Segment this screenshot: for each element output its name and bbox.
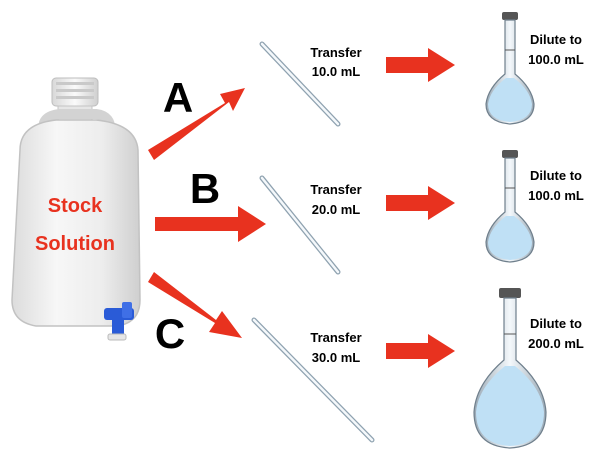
carboy-bottle-icon [11,77,141,341]
arrow-b-to-flask [386,186,455,220]
dilute-label-a-line1: Dilute to [530,32,582,47]
transfer-label-c-line2: 30.0 mL [312,350,360,365]
dilute-label-a-line2: 100.0 mL [528,52,584,67]
route-letter-b: B [190,165,220,212]
volumetric-flask-icon [485,12,535,125]
volumetric-flask-icon [485,150,535,263]
route-letter-a: A [163,74,193,121]
pipet-icon [251,317,375,443]
dilute-label-b-line2: 100.0 mL [528,188,584,203]
stock-bottle: Stock Solution [11,77,141,341]
dilute-label-c-line1: Dilute to [530,316,582,331]
transfer-label-a-line1: Transfer [310,45,361,60]
arrow-c-to-pipet [148,272,242,338]
dilute-label-b-line1: Dilute to [530,168,582,183]
arrow-a-to-flask [386,48,455,82]
transfer-label-c-line1: Transfer [310,330,361,345]
route-b: B Transfer 20.0 mL Dilute to 100.0 mL [155,150,584,275]
stock-label-line1: Stock [48,195,103,217]
arrow-a-to-pipet [148,88,245,160]
transfer-label-b-line2: 20.0 mL [312,202,360,217]
route-c: C Transfer 30.0 mL Dilute to 200.0 mL [148,272,584,449]
route-letter-c: C [155,310,185,357]
volumetric-flask-icon [473,288,547,449]
arrow-b-to-pipet [155,206,266,242]
transfer-label-a-line2: 10.0 mL [312,64,360,79]
arrow-c-to-flask [386,334,455,368]
stock-label-line2: Solution [35,233,115,255]
pipet-icon [259,41,341,127]
dilute-label-c-line2: 200.0 mL [528,336,584,351]
transfer-label-b-line1: Transfer [310,182,361,197]
pipet-icon [259,175,341,275]
route-a: A Transfer 10.0 mL Dilute to 100.0 mL [148,12,584,160]
